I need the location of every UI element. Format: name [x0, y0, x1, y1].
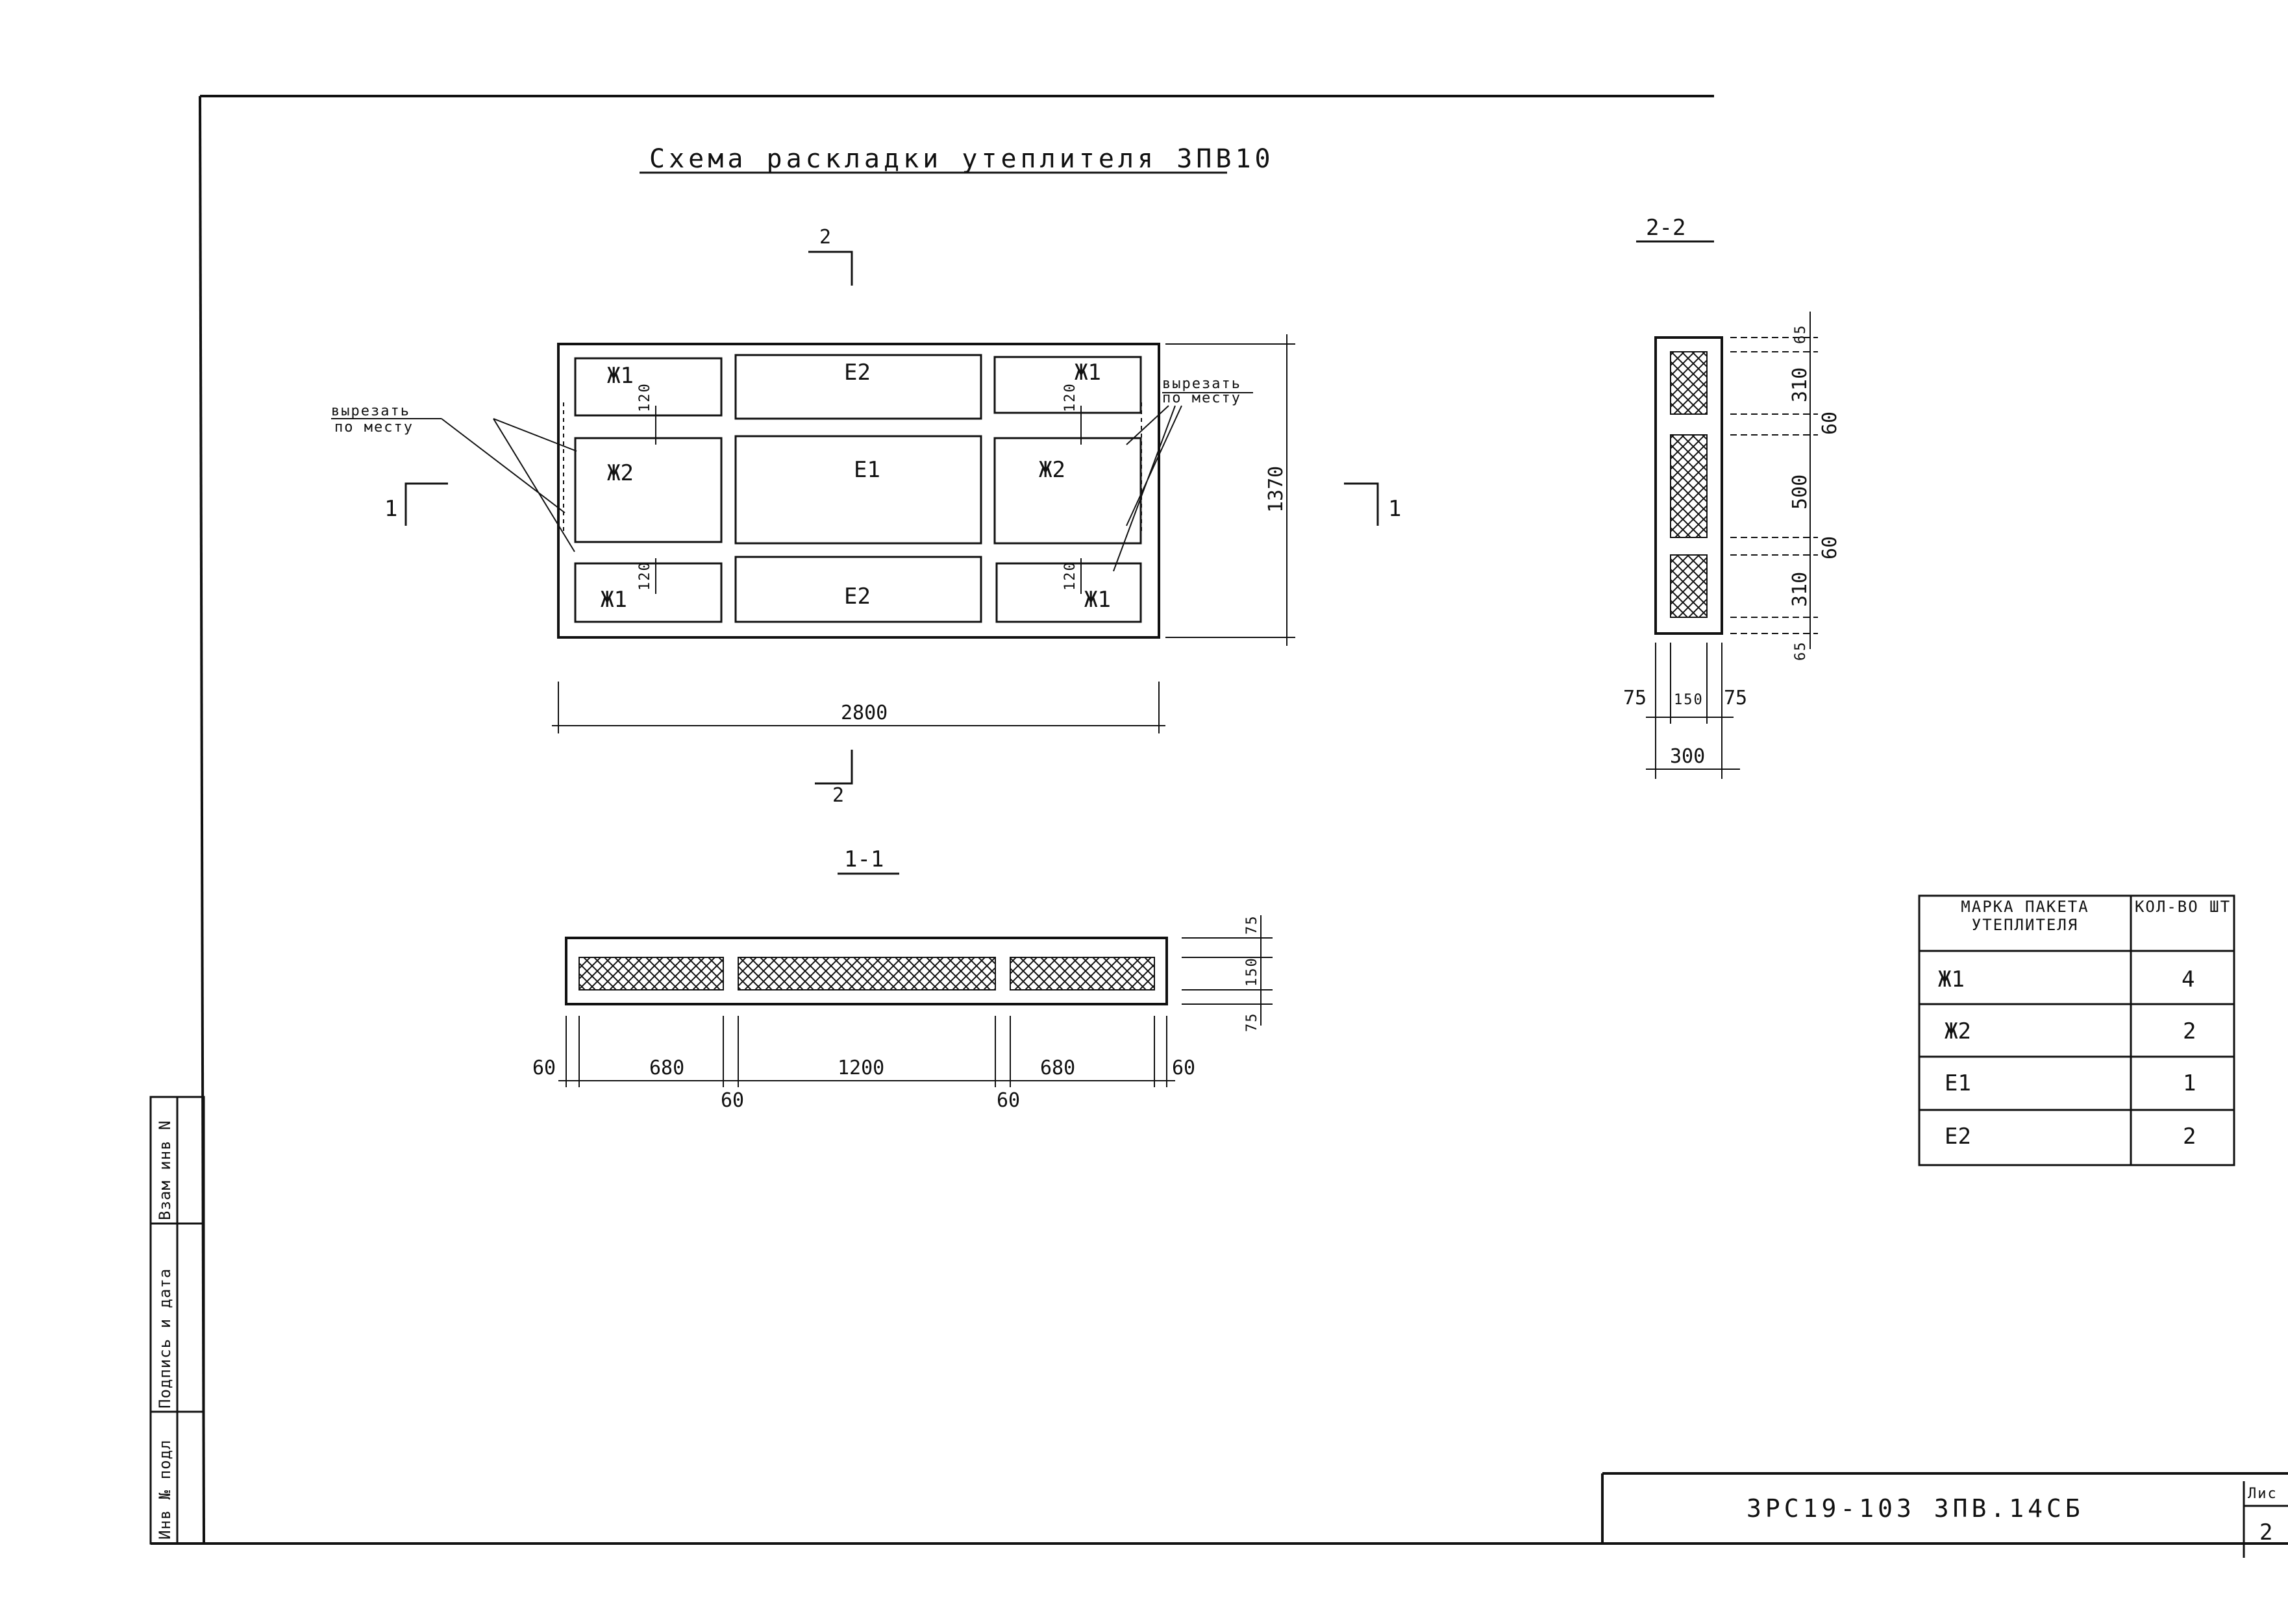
plan-view: Ж1 Е2 Ж1 Ж2 Е1 Ж2 Ж1 Е2 Ж1 120 120 120 1…: [331, 226, 1401, 807]
dim: 75: [1724, 687, 1747, 709]
insulation-hatch: [1670, 351, 1708, 415]
note-cut-left: по месту: [334, 419, 414, 436]
cell-label: Е2: [844, 584, 871, 609]
dim: 300: [1670, 745, 1705, 768]
cell-top-left: [574, 357, 723, 417]
cell-bot-left: [574, 562, 723, 623]
dim: 310: [1789, 367, 1811, 402]
dim: 75: [1623, 687, 1647, 709]
dim: 65: [1793, 325, 1809, 345]
drawing-title: Схема раскладки утеплителя 3ПВ10: [649, 144, 1275, 174]
gap-dim: 120: [1062, 561, 1078, 591]
cell-label: Ж1: [607, 363, 634, 389]
table-row-mark: Ж2: [1945, 1018, 1971, 1044]
dim: 500: [1789, 474, 1811, 510]
cell-top-right: [993, 356, 1142, 414]
table-row-qty: 2: [2183, 1018, 2196, 1044]
dim: 150: [1244, 957, 1260, 987]
table-row-qty: 4: [2182, 966, 2195, 992]
document-code: 3РС19-103 3ПВ.14СБ: [1747, 1494, 2084, 1523]
dim: 65: [1793, 641, 1809, 661]
gap-dim: 120: [1062, 382, 1078, 412]
dim: 60: [1819, 412, 1841, 435]
table-row-mark: Е1: [1945, 1070, 1971, 1096]
cell-top-mid: [734, 354, 982, 420]
cell-label: Е1: [854, 457, 880, 483]
section-mark-1-left: 1: [384, 496, 397, 522]
insulation-hatch: [738, 957, 996, 990]
table-row-mark: Ж1: [1938, 966, 1965, 992]
cell-label: Ж1: [601, 587, 627, 613]
plan-width-dim: 2800: [841, 702, 888, 724]
insulation-hatch: [578, 957, 724, 990]
cell-bot-right: [995, 562, 1142, 623]
section-2-2: 2-2 65 310 60 500 60 310 65 75 150 75 30…: [1623, 215, 1841, 779]
sheet-number: 2: [2259, 1519, 2272, 1545]
insulation-hatch: [1010, 957, 1155, 990]
side-stamp: Инв № подл Подпись и дата Взам инв N: [149, 1096, 205, 1545]
dim: 60: [997, 1089, 1020, 1112]
dim: 680: [1040, 1057, 1075, 1079]
cell-mid-mid: [734, 435, 982, 545]
dim: 60: [532, 1057, 556, 1079]
dim: 1200: [838, 1057, 884, 1079]
sheet-frame: [151, 95, 2288, 1545]
title-block: 3РС19-103 3ПВ.14СБ Лис 2: [1601, 1472, 2288, 1558]
gap-dim: 120: [637, 561, 653, 591]
table-row-qty: 2: [2183, 1124, 2196, 1150]
dim: 60: [1819, 536, 1841, 560]
cell-label: Ж1: [1084, 587, 1111, 613]
dim: 60: [721, 1089, 744, 1112]
cell-label: Ж2: [607, 460, 634, 486]
cell-label: Е2: [844, 360, 871, 386]
table-header-mark: Марка пакета утеплителя: [1961, 898, 2089, 934]
stamp-sign-label: Подпись и дата: [156, 1268, 174, 1409]
insulation-hatch: [1670, 434, 1708, 538]
cell-label: Ж2: [1039, 457, 1065, 483]
dim: 60: [1172, 1057, 1195, 1079]
section-mark-2-top: 2: [819, 226, 831, 249]
insulation-hatch: [1670, 554, 1708, 618]
quantity-table: Марка пакета утеплителя Кол-во шт Ж1 4 Ж…: [1918, 894, 2235, 1166]
dim: 150: [1674, 692, 1704, 708]
section-mark-2-bottom: 2: [832, 784, 844, 807]
note-cut-right: вырезать: [1162, 376, 1241, 392]
dim: 680: [649, 1057, 684, 1079]
sheet-label: Лис: [2248, 1486, 2278, 1502]
cell-bot-mid: [734, 556, 982, 623]
stamp-inv-label: Инв № подл: [156, 1440, 174, 1540]
gap-dim: 120: [637, 382, 653, 412]
plan-height-dim: 1370: [1265, 466, 1287, 513]
section-2-2-label: 2-2: [1646, 215, 1685, 241]
note-cut-left: вырезать: [331, 403, 410, 419]
table-header-qty: Кол-во шт: [2134, 898, 2232, 916]
cell-label: Ж1: [1075, 360, 1101, 386]
cell-mid-left: [574, 437, 723, 543]
table-row-qty: 1: [2183, 1070, 2196, 1096]
section-1-1: 1-1 60 680 1200 680 60 60 60 75 150 75: [532, 846, 1273, 1112]
table-row-mark: Е2: [1945, 1124, 1971, 1150]
dim: 75: [1244, 915, 1260, 935]
dim: 310: [1789, 572, 1811, 607]
cell-mid-right: [993, 437, 1142, 545]
dim: 75: [1244, 1013, 1260, 1033]
section-mark-1-right: 1: [1388, 496, 1401, 522]
stamp-replace-label: Взам инв N: [156, 1120, 174, 1221]
section-1-1-label: 1-1: [844, 846, 884, 872]
